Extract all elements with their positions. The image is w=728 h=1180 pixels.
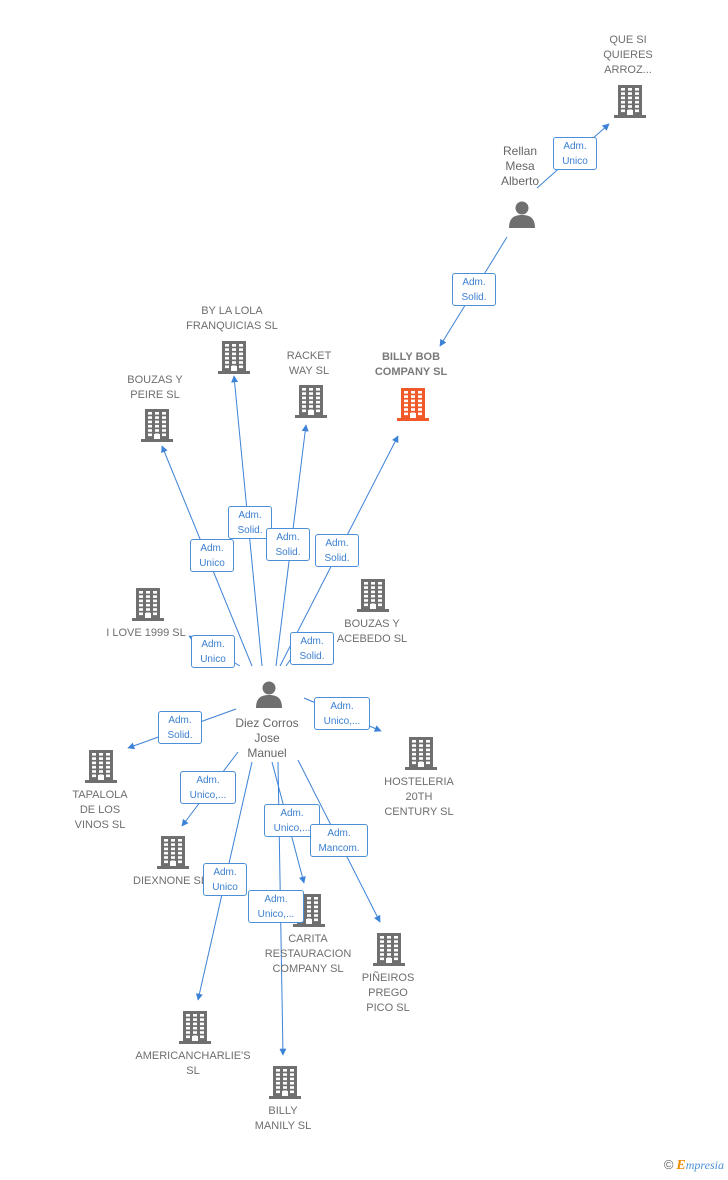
relation-label[interactable]: Adm. Unico: [190, 539, 234, 572]
brand-name: mpresia: [685, 1158, 724, 1172]
relation-label[interactable]: Adm. Unico,...: [248, 890, 304, 923]
company-label-billy-manily[interactable]: BILLY MANILY SL: [254, 1105, 312, 1132]
relation-label[interactable]: Adm. Unico: [203, 863, 247, 896]
company-label-diexnone[interactable]: DIEXNONE SL: [133, 875, 207, 887]
relation-label[interactable]: Adm. Unico,...: [264, 804, 320, 837]
company-label-carita[interactable]: CARITA RESTAURACION COMPANY SL: [264, 933, 352, 975]
company-building-icon[interactable]: [404, 735, 438, 771]
relation-label[interactable]: Adm. Unico: [191, 635, 235, 668]
company-building-icon[interactable]: [268, 1064, 302, 1100]
empresia-footer[interactable]: © Empresia: [664, 1157, 724, 1174]
relation-label[interactable]: Adm. Solid.: [315, 534, 359, 567]
person-label-diez-corros[interactable]: Diez Corros Jose Manuel: [235, 716, 299, 760]
company-building-icon[interactable]: [356, 577, 390, 613]
company-label-bouzas-peire[interactable]: BOUZAS Y PEIRE SL: [127, 374, 183, 401]
person-icon[interactable]: [254, 679, 284, 709]
company-label-billy-bob[interactable]: BILLY BOB COMPANY SL: [374, 351, 448, 378]
company-building-icon[interactable]: [84, 748, 118, 784]
relation-label[interactable]: Adm. Unico: [553, 137, 597, 170]
company-building-icon[interactable]: [217, 339, 251, 375]
company-label-tapalola[interactable]: TAPALOLA DE LOS VINOS SL: [72, 789, 128, 831]
relation-label[interactable]: Adm. Solid.: [290, 632, 334, 665]
company-building-icon[interactable]: [178, 1009, 212, 1045]
company-building-icon[interactable]: [156, 834, 190, 870]
company-building-icon[interactable]: [372, 931, 406, 967]
company-label-i-love-1999[interactable]: I LOVE 1999 SL: [106, 627, 186, 639]
company-label-hosteleria[interactable]: HOSTELERIA 20TH CENTURY SL: [384, 776, 454, 818]
brand-initial: E: [676, 1158, 686, 1173]
relation-label[interactable]: Adm. Mancom.: [310, 824, 368, 857]
person-label-rellan[interactable]: Rellan Mesa Alberto: [500, 144, 540, 188]
company-building-icon[interactable]: [140, 407, 174, 443]
company-label-bouzas-acebedo[interactable]: BOUZAS Y ACEBEDO SL: [336, 618, 408, 645]
relation-label[interactable]: Adm. Unico,...: [180, 771, 236, 804]
company-building-icon[interactable]: [131, 586, 165, 622]
company-label-by-la-lola[interactable]: BY LA LOLA FRANQUICIAS SL: [186, 305, 278, 332]
relation-label[interactable]: Adm. Solid.: [228, 506, 272, 539]
relation-label[interactable]: Adm. Unico,...: [314, 697, 370, 730]
relation-label[interactable]: Adm. Solid.: [158, 711, 202, 744]
company-building-icon[interactable]: [613, 83, 647, 119]
company-label-racket-way[interactable]: RACKET WAY SL: [286, 350, 332, 377]
company-label-pineiros[interactable]: PIÑEIROS PREGO PICO SL: [361, 972, 415, 1014]
company-label-americancharlies[interactable]: AMERICANCHARLIE'S SL: [135, 1050, 251, 1077]
company-building-icon[interactable]: [294, 383, 328, 419]
company-building-focus-icon[interactable]: [396, 386, 430, 422]
company-label-que-si-quieres-arroz[interactable]: QUE SI QUIERES ARROZ...: [603, 34, 653, 76]
relation-label[interactable]: Adm. Solid.: [452, 273, 496, 306]
relation-label[interactable]: Adm. Solid.: [266, 528, 310, 561]
person-icon[interactable]: [507, 199, 537, 229]
copyright-symbol: ©: [663, 1157, 674, 1172]
